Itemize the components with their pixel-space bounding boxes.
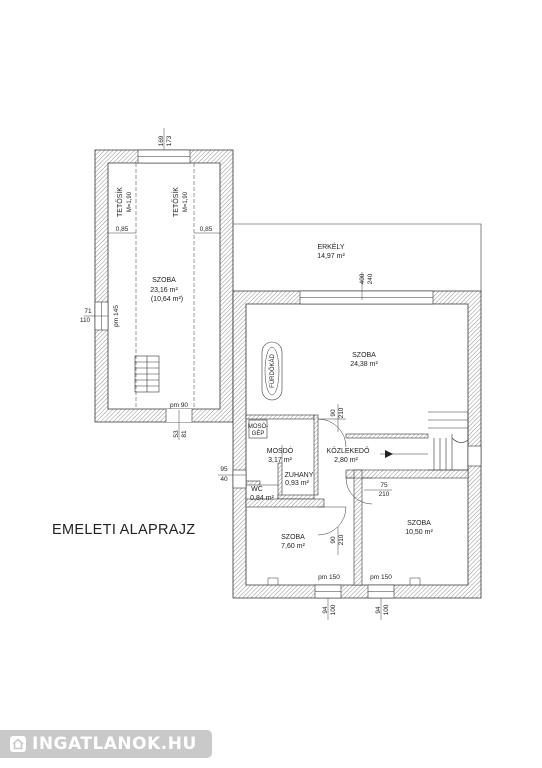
- attic-walls: [94, 149, 234, 423]
- washer-label-1: MOSÓ-: [248, 423, 268, 430]
- interior-walls: [245, 414, 469, 586]
- dim-pm150-right: pm 150: [370, 574, 392, 581]
- dim-95: 95: [220, 466, 228, 473]
- dim-pm150-left: pm 150: [318, 574, 340, 581]
- attic-room-name: SZOBA: [152, 277, 176, 284]
- shower-name: ZUHANY: [285, 472, 314, 479]
- attic-room-sub: (10,64 m²): [151, 296, 183, 303]
- logo-text: INGATLANOK.HU: [32, 734, 197, 754]
- bottom-windows: [314, 584, 395, 599]
- dim-pm90-attic: pm 90: [170, 402, 188, 409]
- room-left-name: SZOBA: [281, 534, 305, 541]
- balcony-outline: [233, 223, 482, 291]
- shower-area: 0,93 m²: [285, 480, 309, 487]
- attic-roof-label-right: TETŐSÍK: [171, 187, 180, 217]
- dim-173: 173: [166, 135, 173, 146]
- dim-90-room: 90: [330, 536, 337, 544]
- site-logo[interactable]: INGATLANOK.HU: [0, 730, 212, 758]
- stair-arrow: [385, 450, 393, 458]
- balcony-name: ERKÉLY: [317, 242, 344, 251]
- dim-085-left: 0,85: [116, 226, 129, 233]
- dim-pm145: pm 145: [113, 305, 120, 327]
- dim-100-left: 100: [330, 604, 337, 615]
- dim-94-right: 94: [375, 606, 382, 614]
- corridor-area: 2,80 m²: [334, 457, 358, 464]
- attic-roof-height-left: M=1,90: [127, 191, 133, 212]
- dim-110: 110: [80, 317, 91, 324]
- attic-roof-height-right: M=1,90: [183, 191, 189, 212]
- dim-240: 240: [367, 273, 374, 284]
- dim-210-corridor: 210: [379, 491, 390, 498]
- dim-169: 169: [158, 135, 165, 146]
- corridor-name: KÖZLEKEDŐ: [327, 446, 370, 455]
- attic-roof-label-left: TETŐSÍK: [115, 187, 124, 217]
- bath-area: 3,17 m²: [268, 457, 292, 464]
- dim-71: 71: [84, 308, 92, 315]
- dim-94-left: 94: [322, 606, 329, 614]
- dim-210-room: 210: [338, 534, 345, 545]
- plan-title: EMELETI ALAPRAJZ: [52, 522, 196, 538]
- dim-400: 400: [359, 273, 366, 284]
- room-right-area: 10,50 m²: [405, 529, 433, 536]
- dim-100-right: 100: [383, 604, 390, 615]
- attic-room-area: 23,16 m²: [150, 287, 178, 294]
- washer-label-2: GÉP: [252, 430, 265, 437]
- dim-40: 40: [220, 476, 228, 483]
- dim-90-bath: 90: [330, 409, 337, 417]
- main-stair: [380, 411, 469, 471]
- living-room-area: 24,38 m²: [350, 361, 378, 368]
- dim-210-bath: 210: [338, 407, 345, 418]
- living-room-name: SZOBA: [352, 352, 376, 359]
- washing-machine: [248, 419, 268, 439]
- bathtub-label: FÜRDŐKÁD: [269, 354, 276, 388]
- wc-area: 0,84 m²: [250, 495, 274, 502]
- balcony-area: 14,97 m²: [317, 253, 345, 260]
- dimension-lines: [84, 128, 392, 620]
- room-left-area: 7,60 m²: [281, 543, 305, 550]
- attic-stair: [134, 355, 160, 393]
- dim-085-right: 0,85: [200, 226, 213, 233]
- bath-name: MOSDÓ: [267, 446, 294, 455]
- bathtub: [261, 341, 283, 401]
- room-right-name: SZOBA: [407, 520, 431, 527]
- dim-81: 81: [181, 430, 188, 438]
- dim-75: 75: [380, 482, 388, 489]
- house-icon: [10, 736, 26, 752]
- balcony-door: [299, 290, 434, 305]
- wc-name: WC: [251, 486, 263, 493]
- dim-53: 53: [173, 430, 180, 438]
